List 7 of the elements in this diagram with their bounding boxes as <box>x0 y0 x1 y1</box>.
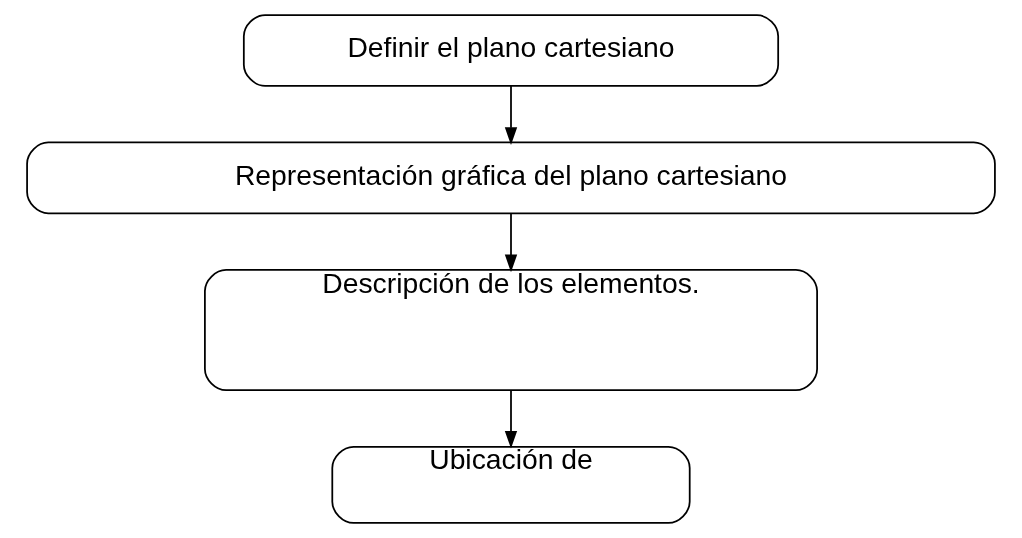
node-box: Representación gráfica del plano cartesiano <box>26 141 996 215</box>
node-box: Ubicación de <box>331 445 691 524</box>
arrow <box>504 85 518 145</box>
node-box: Definir el plano cartesiano <box>242 14 780 87</box>
arrow <box>504 212 518 273</box>
node-box: Descripción de los elementos. <box>204 269 818 392</box>
arrow <box>504 389 518 449</box>
